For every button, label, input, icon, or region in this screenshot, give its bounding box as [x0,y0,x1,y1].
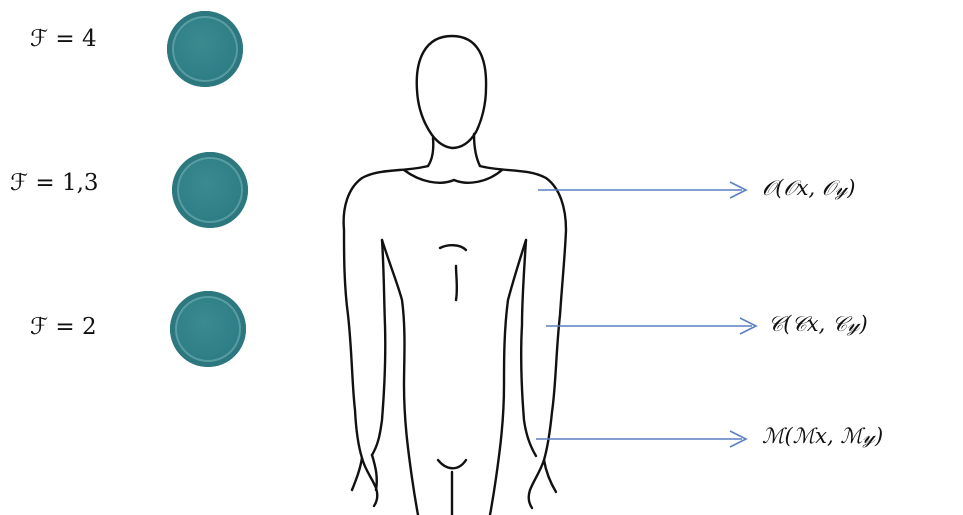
point-label-elbow: 𝒞(𝒞𝑥, 𝒞𝓎) [768,312,868,337]
point-label-hand: ℳ(ℳ𝑥, ℳ𝓎) [762,424,883,449]
pointer-arrows [536,182,756,447]
human-body-outline [344,36,566,515]
point-label-shoulder: 𝒪(𝒪𝑥, 𝒪𝓎) [762,176,855,201]
